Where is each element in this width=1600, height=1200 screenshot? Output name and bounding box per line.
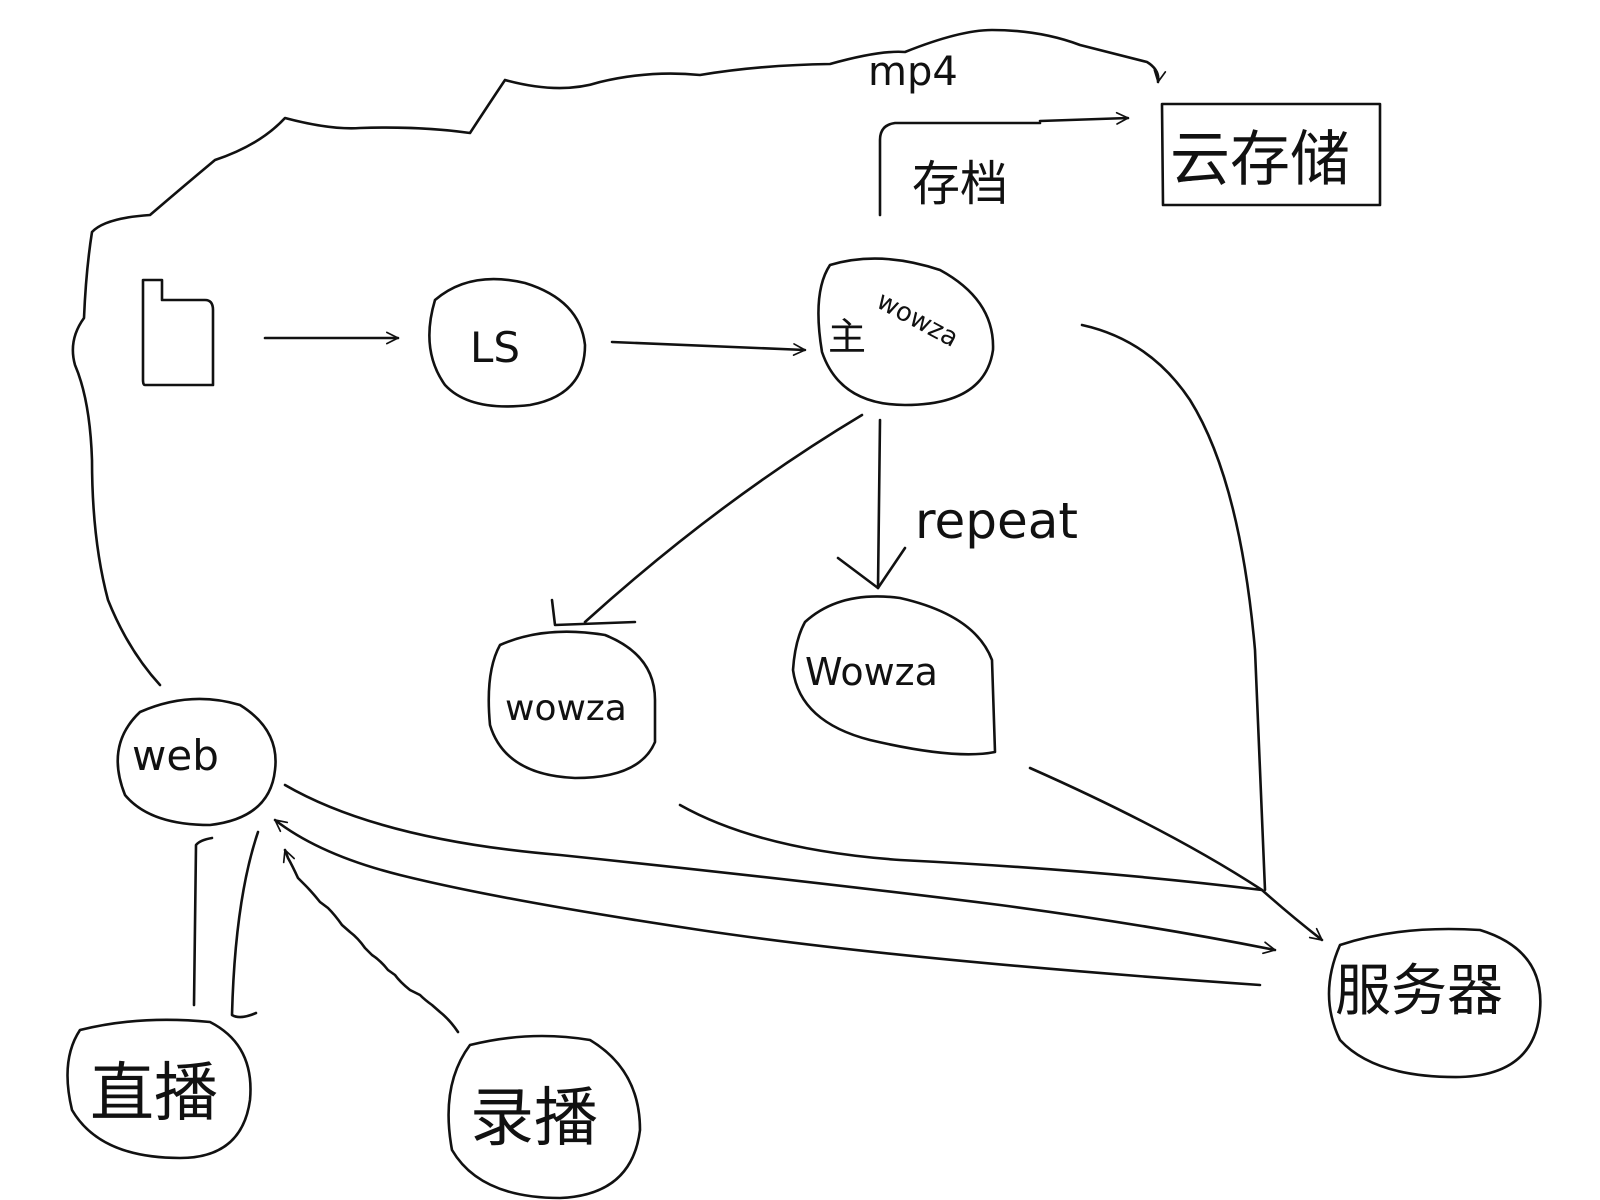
storage-label: 存档 bbox=[912, 156, 1008, 212]
edge-server-web bbox=[273, 818, 1262, 987]
record-label: 录播 bbox=[470, 1082, 598, 1156]
main-wowza-cn-label: 主 bbox=[828, 315, 866, 359]
source-node bbox=[141, 278, 215, 387]
edge-record-web bbox=[282, 848, 460, 1034]
edge-web-server bbox=[283, 783, 1277, 955]
cloud-storage-node: 云存储 bbox=[1160, 102, 1382, 207]
record-node: 录播 bbox=[447, 1034, 642, 1200]
edge-main-wowza-a bbox=[583, 413, 864, 624]
edge-web-live bbox=[230, 830, 260, 1019]
ls-node: LS bbox=[428, 277, 587, 408]
live-label: 直播 bbox=[90, 1057, 218, 1131]
cloud-storage-label: 云存储 bbox=[1170, 125, 1350, 195]
main-wowza-label: wowza bbox=[871, 286, 963, 354]
edge-web-cloud-mp4 bbox=[71, 28, 1167, 687]
wowza-a-node: wowza bbox=[487, 598, 657, 780]
main-wowza-node: 主 wowza bbox=[817, 257, 995, 407]
wowza-b-node: Wowza bbox=[791, 595, 997, 756]
repeat-arrowhead bbox=[836, 546, 907, 590]
edge-storage-cloud bbox=[1038, 111, 1130, 125]
edge-ls-main bbox=[610, 340, 807, 356]
web-label: web bbox=[132, 731, 219, 780]
edge-wowza-b-server bbox=[1028, 766, 1324, 942]
edge-wowza-a-server bbox=[678, 803, 1264, 892]
server-node: 服务器 bbox=[1327, 927, 1542, 1079]
server-label: 服务器 bbox=[1335, 959, 1503, 1024]
web-node: web bbox=[116, 697, 277, 827]
live-node: 直播 bbox=[66, 1018, 252, 1160]
wowza-a-label: wowza bbox=[505, 688, 627, 729]
storage-node: 存档 bbox=[878, 121, 1042, 217]
edge-main-wowza-b bbox=[876, 418, 882, 590]
edge-live-web bbox=[192, 836, 214, 1007]
mp4-label: mp4 bbox=[868, 49, 958, 95]
repeat-label: repeat bbox=[915, 492, 1078, 550]
wowza-b-label: Wowza bbox=[805, 650, 938, 694]
edge-main-server bbox=[1080, 323, 1267, 892]
ls-label: LS bbox=[470, 323, 520, 372]
